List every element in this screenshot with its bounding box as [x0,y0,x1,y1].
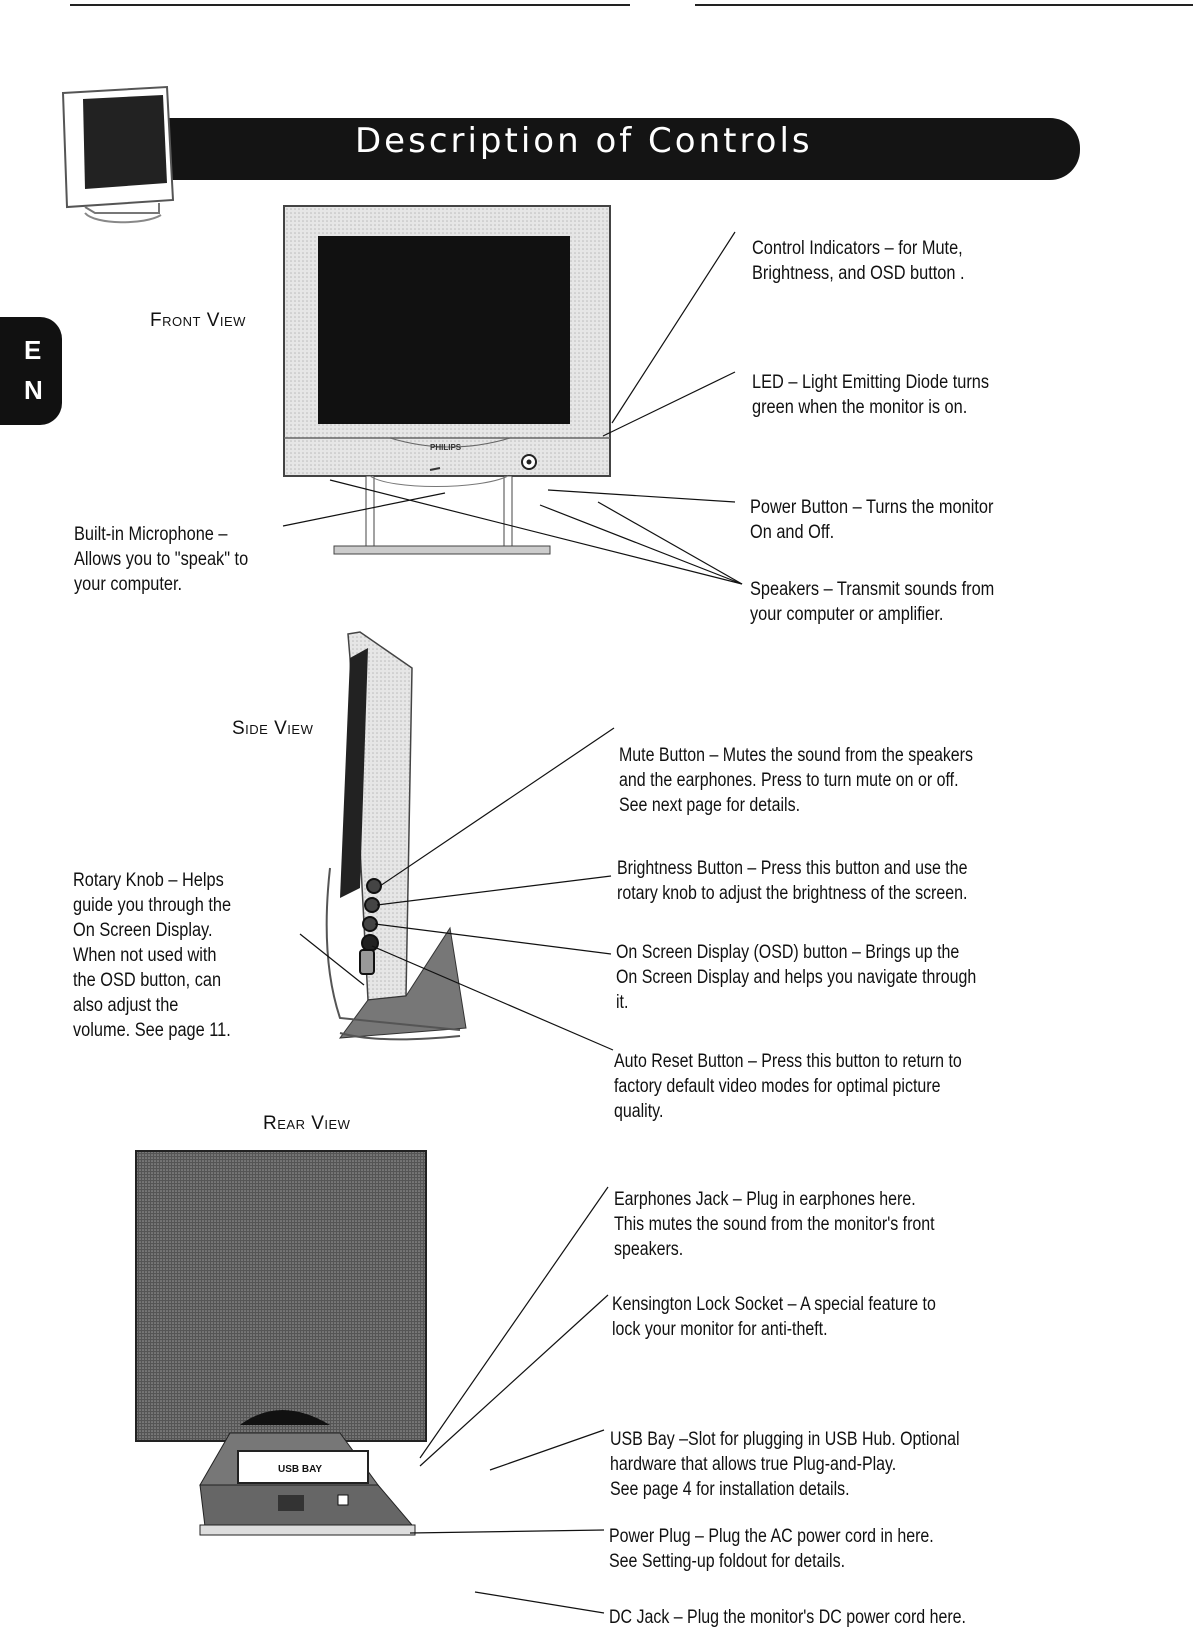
brightness-button-callout: Brightness Button – Press this button an… [617,858,968,904]
kensington-lock-callout: Kensington Lock Socket – A special featu… [612,1294,936,1340]
front-view-label: Front View [150,310,246,331]
control-indicators-callout: Control Indicators – for Mute, Brightnes… [752,238,965,284]
dc-jack-callout: DC Jack – Plug the monitor's DC power co… [609,1607,966,1628]
usb-bay-label: USB BAY [278,1464,322,1475]
earphones-jack-callout: Earphones Jack – Plug in earphones here.… [614,1189,935,1260]
side-view-label: Side View [232,718,314,739]
language-letter-e: E [24,335,42,365]
mute-button-callout: Mute Button – Mutes the sound from the s… [619,745,973,816]
auto-reset-callout: Auto Reset Button – Press this button to… [614,1051,962,1122]
usb-bay-callout: USB Bay –Slot for plugging in USB Hub. O… [610,1429,960,1500]
front-monitor-illustration: PHILIPS [283,205,611,555]
title-banner [165,118,1080,180]
top-rule-left [70,4,630,6]
power-plug-callout: Power Plug – Plug the AC power cord in h… [609,1526,934,1572]
top-rule-right [695,4,1193,6]
led-callout: LED – Light Emitting Diode turns green w… [752,372,990,418]
power-button-callout: Power Button – Turns the monitor On and … [750,497,994,543]
brand-logo: PHILIPS [430,443,462,452]
osd-button-callout: On Screen Display (OSD) button – Brings … [616,942,977,1013]
language-tab: E N [0,317,62,425]
side-monitor-illustration [325,631,467,1041]
language-letter-n: N [24,375,43,405]
page-title: Description of Controls [355,121,813,161]
rotary-knob-callout: Rotary Knob – Helps guide you through th… [73,870,232,1041]
rear-monitor-illustration: USB BAY [135,1150,427,1536]
rear-view-label: Rear View [263,1113,351,1134]
speakers-callout: Speakers – Transmit sounds from your com… [750,579,995,625]
microphone-callout: Built-in Microphone – Allows you to "spe… [74,524,249,595]
monitor-icon [61,85,175,224]
